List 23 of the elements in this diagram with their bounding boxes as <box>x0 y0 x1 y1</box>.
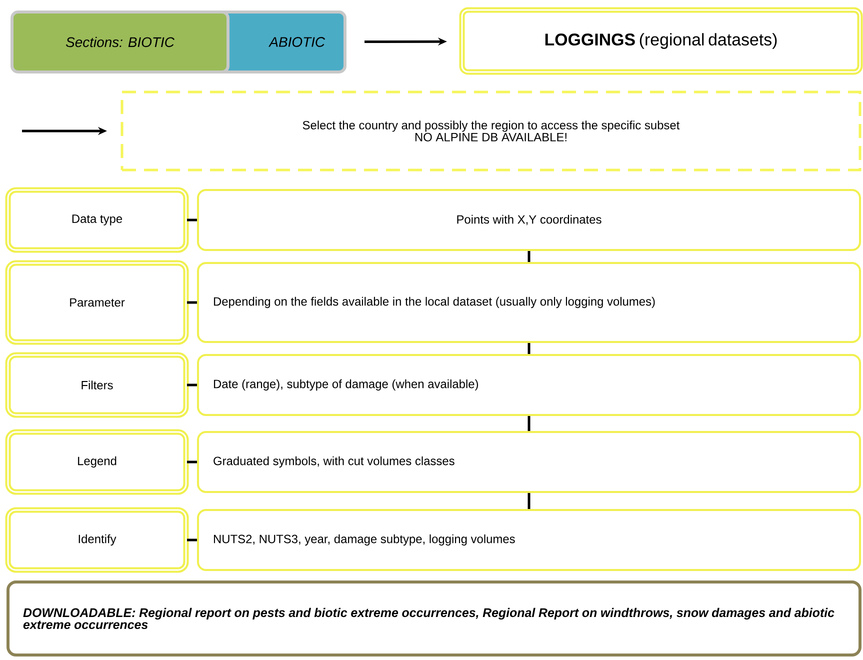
connector-line <box>528 343 530 354</box>
connector-line <box>187 460 197 464</box>
description-box: Points with X,Y coordinates <box>197 189 861 251</box>
connector-line <box>528 493 530 509</box>
download-box: DOWNLOADABLE: Regional report on pests and biotic extreme occurrences, Regional Report on windthrows, snow damages and abiotic extreme occurrences <box>6 580 862 656</box>
field-label-box: Filters <box>5 352 189 418</box>
note-box: Select the country and possibly the region to access the specific subset NO ALPINE DB AVAILABLE! <box>120 90 862 172</box>
section-tab: Sections: BIOTIC <box>10 10 230 74</box>
description-box: NUTS2, NUTS3, year, damage subtype, logging volumes <box>197 509 861 571</box>
connector-line <box>187 384 197 386</box>
connector-line <box>528 251 530 262</box>
connector-line <box>187 538 197 542</box>
field-label-box: Parameter <box>5 260 189 345</box>
connector-line <box>528 416 530 431</box>
description-box: Depending on the fields available in the local dataset (usually only logging volumes) <box>197 262 861 343</box>
connector-line <box>187 218 197 222</box>
field-label-box: Identify <box>5 507 189 573</box>
connector-line <box>187 301 197 304</box>
field-label-box: Legend <box>5 429 189 495</box>
field-label-box: Data type <box>5 187 189 253</box>
description-box: Date (range), subtype of damage (when available) <box>197 354 861 416</box>
description-box: Graduated symbols, with cut volumes classes <box>197 431 861 493</box>
title-box: LOGGINGS (regional datasets) <box>459 7 863 75</box>
